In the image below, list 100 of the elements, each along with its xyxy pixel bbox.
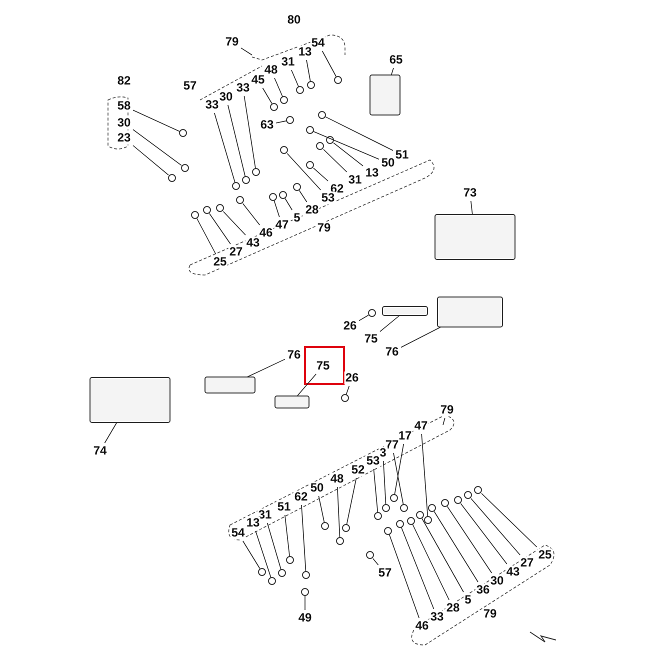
callout-number: 73	[462, 186, 478, 200]
leader-line	[274, 200, 280, 218]
leader-line	[325, 116, 394, 151]
part-drawing	[441, 499, 449, 507]
leader-line	[337, 486, 340, 538]
part-drawing	[280, 146, 288, 154]
callout-number: 30	[116, 116, 132, 130]
part-drawing	[374, 512, 382, 520]
part-drawing	[280, 96, 288, 104]
leader-line	[383, 460, 386, 505]
callout-number: 25	[537, 548, 553, 562]
part-drawing	[302, 571, 310, 579]
part-drawing	[474, 486, 482, 494]
leader-line	[222, 211, 246, 236]
part-drawing	[454, 496, 462, 504]
callout-number: 31	[347, 174, 363, 186]
leader-line	[333, 142, 364, 166]
part-drawing	[181, 164, 189, 172]
leader-line	[421, 434, 428, 517]
callout-number: 31	[280, 56, 296, 68]
callout-number: 63	[259, 118, 275, 132]
leader-line	[104, 422, 118, 444]
callout-number: 75	[315, 360, 331, 372]
leader-line	[393, 452, 404, 505]
callout-number: 27	[519, 556, 535, 570]
part-drawing	[464, 491, 472, 499]
part-drawing	[204, 376, 256, 394]
leader-line	[401, 527, 434, 610]
callout-number: 27	[228, 246, 244, 258]
callout-number: 48	[263, 64, 279, 76]
leader-line	[286, 153, 322, 190]
part-drawing	[318, 111, 326, 119]
part-drawing	[437, 296, 503, 328]
leader-line	[246, 358, 286, 378]
leader-line	[304, 595, 306, 610]
leader-line	[132, 110, 180, 132]
callout-number: 13	[364, 166, 380, 180]
part-drawing	[306, 126, 314, 134]
part-drawing	[301, 588, 309, 596]
leader-line	[394, 444, 404, 495]
leader-line	[322, 50, 336, 77]
callout-number: 5	[292, 212, 302, 224]
callout-number: 79	[224, 36, 240, 48]
callout-number: 79	[316, 222, 332, 234]
leader-line	[400, 326, 442, 348]
callout-number: 80	[286, 14, 302, 26]
leader-line	[313, 131, 380, 160]
leader-line	[298, 190, 308, 202]
callout-number: 82	[116, 74, 132, 88]
part-drawing	[306, 161, 314, 169]
part-drawing	[279, 191, 287, 199]
callout-number: 49	[297, 612, 313, 624]
leader-line	[313, 168, 328, 182]
part-drawing	[390, 494, 398, 502]
leader-line	[296, 374, 316, 396]
leader-line	[422, 518, 464, 592]
callout-number: 50	[380, 156, 396, 170]
leader-line	[242, 540, 260, 569]
leader-line	[442, 418, 446, 426]
part-drawing	[368, 309, 376, 317]
leader-line	[358, 314, 369, 322]
leader-line	[262, 88, 272, 104]
leader-line	[276, 120, 287, 124]
callout-number: 74	[92, 444, 108, 458]
leader-line	[284, 198, 292, 210]
callout-number: 48	[329, 472, 345, 486]
leader-line	[481, 493, 538, 548]
leader-line	[388, 534, 420, 618]
callout-number: 33	[235, 82, 251, 94]
callout-number: 75	[363, 332, 379, 346]
callout-number: 26	[342, 320, 358, 332]
leader-line	[291, 70, 299, 87]
leader-line	[209, 213, 231, 244]
callout-number: 17	[397, 430, 413, 442]
callout-number: 54	[310, 36, 326, 50]
part-drawing	[321, 522, 329, 530]
part-drawing	[286, 556, 294, 564]
callout-number: 23	[116, 132, 132, 144]
part-drawing	[316, 142, 324, 150]
callout-number: 52	[350, 464, 366, 476]
part-drawing	[396, 520, 404, 528]
part-drawing	[236, 196, 244, 204]
callout-number: 53	[320, 192, 336, 204]
callout-number: 50	[309, 482, 325, 494]
part-drawing	[366, 551, 374, 559]
callout-number: 5	[464, 594, 472, 606]
part-drawing	[269, 193, 277, 201]
leader-line	[434, 511, 478, 582]
callout-number: 47	[413, 420, 429, 432]
callout-number: 45	[250, 74, 266, 86]
part-drawing	[242, 176, 250, 184]
part-drawing	[286, 116, 294, 124]
part-drawing	[382, 306, 428, 316]
callout-number: 47	[274, 218, 290, 232]
part-drawing	[296, 86, 304, 94]
callout-number: 57	[377, 566, 393, 580]
part-drawing	[370, 74, 400, 116]
part-drawing	[336, 537, 344, 545]
leader-line	[266, 522, 282, 570]
leader-line	[460, 503, 508, 564]
